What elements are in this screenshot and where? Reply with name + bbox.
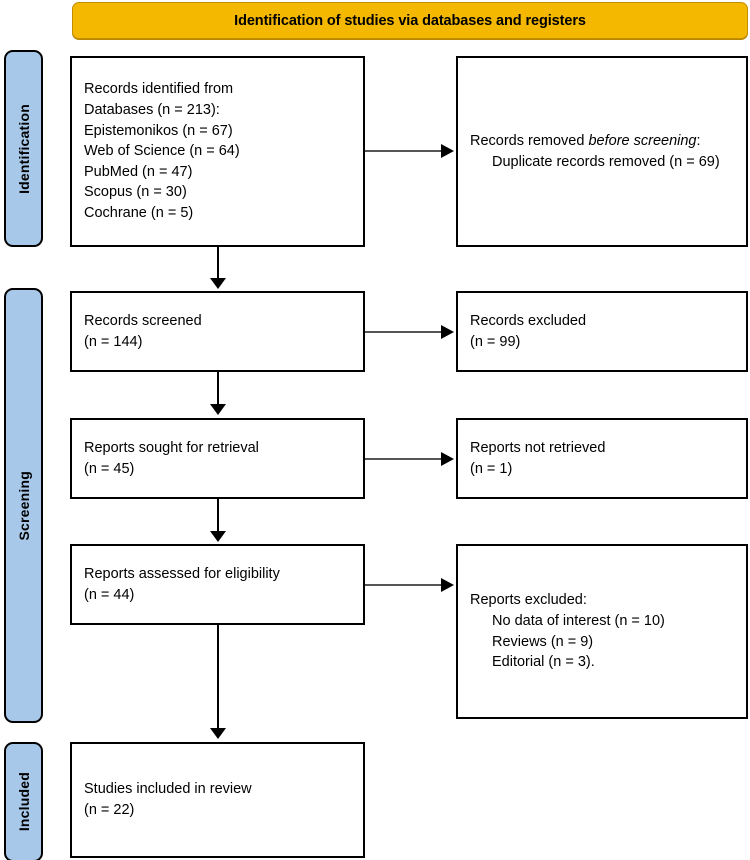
studies-included-text: Studies included in review (n = 22) <box>84 781 252 818</box>
phase-label-identification: Identification <box>15 103 32 194</box>
connector-line-screened-to-sought <box>217 372 219 405</box>
header-banner: Identification of studies via databases … <box>72 2 748 39</box>
phase-tab-included: Included <box>4 742 43 860</box>
connector-line-assessed-to-reports-excluded <box>365 584 443 586</box>
records-screened-text: Records screened (n = 144) <box>84 312 202 350</box>
reports-not-retrieved-text: Reports not retrieved (n = 1) <box>470 439 606 477</box>
records-excluded-text: Records excluded (n = 99) <box>470 312 587 350</box>
box-records-identified: Records identified from Databases (n = 2… <box>70 56 365 247</box>
records-removed-heading: Records removed before screening: <box>470 131 734 152</box>
banner-title: Identification of studies via databases … <box>234 12 586 29</box>
box-records-excluded: Records excluded (n = 99) <box>456 291 748 372</box>
box-reports-assessed: Reports assessed for eligibility (n = 44… <box>70 544 365 625</box>
box-reports-excluded-reasons: Reports excluded: No data of interest (n… <box>456 544 748 719</box>
box-records-screened: Records screened (n = 144) <box>70 291 365 372</box>
phase-label-screening: Screening <box>15 470 32 541</box>
reports-excluded-heading: Reports excluded: <box>470 592 587 609</box>
reports-sought-text: Reports sought for retrieval (n = 45) <box>84 439 259 477</box>
box-reports-not-retrieved: Reports not retrieved (n = 1) <box>456 418 748 499</box>
reports-assessed-text: Reports assessed for eligibility (n = 44… <box>84 565 280 603</box>
phase-label-included: Included <box>15 772 32 832</box>
connector-line-identified-to-screened <box>217 247 219 280</box>
records-identified-text: Records identified from Databases (n = 2… <box>84 81 240 221</box>
phase-tab-identification: Identification <box>4 50 43 247</box>
box-studies-included: Studies included in review (n = 22) <box>70 742 365 858</box>
box-records-removed: Records removed before screening: Duplic… <box>456 56 748 247</box>
arrow-down-icon-identified-to-screened <box>210 278 226 289</box>
phase-tab-screening: Screening <box>4 288 43 723</box>
arrow-right-icon-sought-to-notretrieved <box>441 452 454 466</box>
connector-line-screened-to-excluded <box>365 331 443 333</box>
records-removed-italic: before screening <box>588 132 697 149</box>
arrow-down-icon-assessed-to-included <box>210 728 226 739</box>
reports-excluded-reasons-text: No data of interest (n = 10) Reviews (n … <box>492 612 665 671</box>
connector-line-identified-to-removed <box>365 150 443 152</box>
connector-line-assessed-to-included <box>217 625 219 729</box>
arrow-down-icon-sought-to-assessed <box>210 531 226 542</box>
connector-line-sought-to-notretrieved <box>365 458 443 460</box>
arrow-down-icon-screened-to-sought <box>210 404 226 415</box>
arrow-right-icon-assessed-to-reports-excluded <box>441 578 454 592</box>
duplicate-records-removed-text: Duplicate records removed (n = 69) <box>492 153 720 170</box>
records-removed-colon: : <box>696 132 701 149</box>
connector-line-sought-to-assessed <box>217 499 219 532</box>
box-reports-sought: Reports sought for retrieval (n = 45) <box>70 418 365 499</box>
records-removed-lead: Records removed <box>470 132 589 149</box>
arrow-right-icon-screened-to-excluded <box>441 325 454 339</box>
arrow-right-icon-identified-to-removed <box>441 144 454 158</box>
